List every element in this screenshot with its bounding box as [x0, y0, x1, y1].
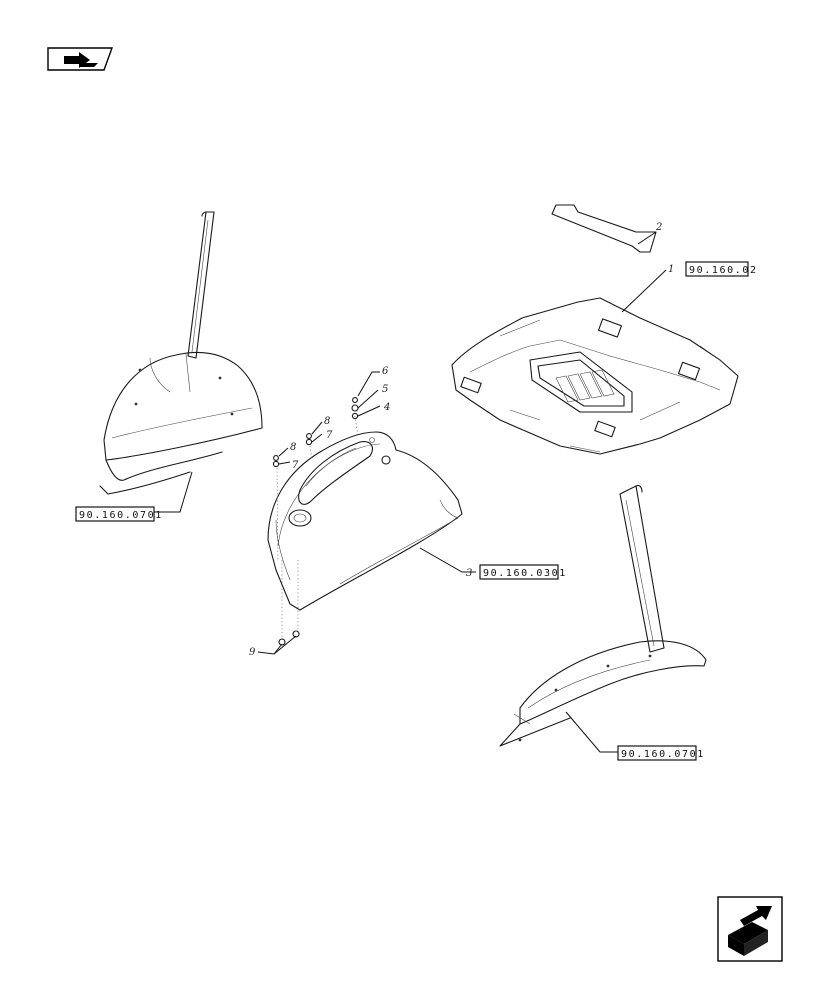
callout-8-upper: 8 — [324, 416, 330, 427]
callout-3: 3 — [466, 568, 472, 579]
ref-box-console[interactable]: 90.160.0301 — [479, 564, 567, 580]
sun-visor-strip-part-2 — [551, 204, 657, 253]
callout-2: 2 — [655, 222, 662, 233]
roof-liner-part-1 — [451, 297, 739, 455]
right-pillar-trim — [499, 484, 707, 747]
callout-6: 6 — [382, 366, 389, 377]
console-trim-part-3 — [267, 431, 463, 611]
callout-9: 9 — [249, 647, 256, 658]
vent-grille — [555, 369, 615, 403]
ref-box-roof-liner[interactable]: 90.160.02 — [685, 261, 758, 277]
ref-console-label: 90.160.0301 — [483, 568, 567, 579]
ref-left-pillar-label: 90.160.0701 — [79, 510, 163, 521]
callout-1-roof: 1 — [668, 264, 674, 275]
ref-right-pillar-label: 90.160.0701 — [621, 749, 705, 760]
next-page-arrow-icon[interactable] — [717, 896, 783, 962]
ref-roof-liner-label: 90.160.02 — [689, 265, 758, 276]
left-pillar-trim — [99, 211, 263, 495]
callout-7-lower: 7 — [292, 460, 299, 471]
callout-8-lower: 8 — [290, 442, 296, 453]
ref-box-right-pillar[interactable]: 90.160.0701 — [617, 745, 705, 761]
callout-4: 4 — [383, 402, 390, 413]
callout-7-upper: 7 — [326, 430, 333, 441]
callout-5: 5 — [382, 384, 388, 395]
ref-box-left-pillar[interactable]: 90.160.0701 — [75, 506, 163, 522]
book-arrow-icon[interactable] — [47, 47, 113, 71]
fasteners — [272, 397, 359, 646]
